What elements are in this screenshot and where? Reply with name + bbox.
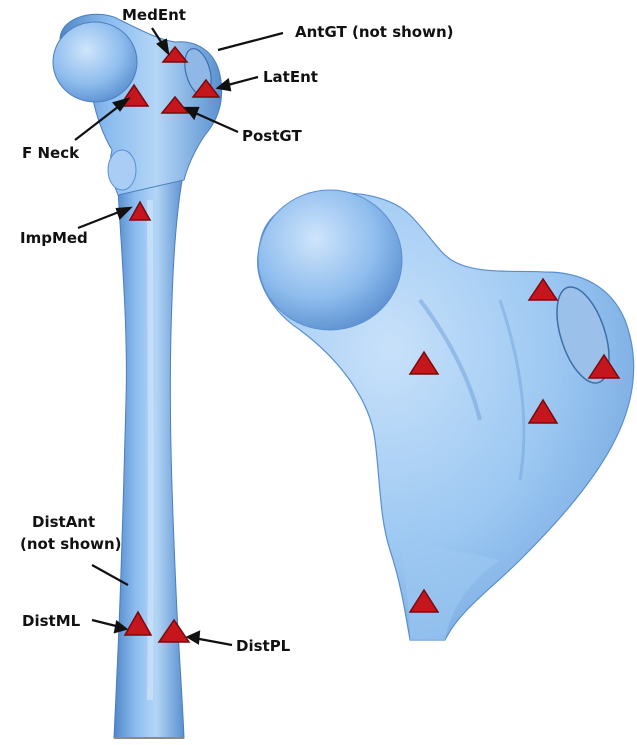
enlarged-femur-head [258, 190, 402, 330]
enlarged-proximal-femur [258, 190, 634, 640]
label-fneck: F Neck [22, 144, 80, 162]
label-distpl: DistPL [236, 637, 291, 655]
label-medent: MedEnt [122, 6, 186, 24]
label-antgt: AntGT (not shown) [295, 23, 454, 41]
arrowhead-distpl [188, 632, 199, 643]
label-postgt: PostGT [242, 127, 302, 145]
femur-head [53, 22, 137, 102]
label-latent: LatEnt [263, 68, 318, 86]
arrow-antgt [218, 33, 283, 50]
label-distant-line1: DistAnt [32, 513, 95, 531]
label-distant-line2: (not shown) [20, 535, 122, 553]
label-distml: DistML [22, 612, 81, 630]
arrow-distpl [194, 638, 232, 645]
lesser-trochanter [108, 150, 136, 190]
label-impmed: ImpMed [20, 229, 88, 247]
shaft-highlight [150, 200, 151, 700]
